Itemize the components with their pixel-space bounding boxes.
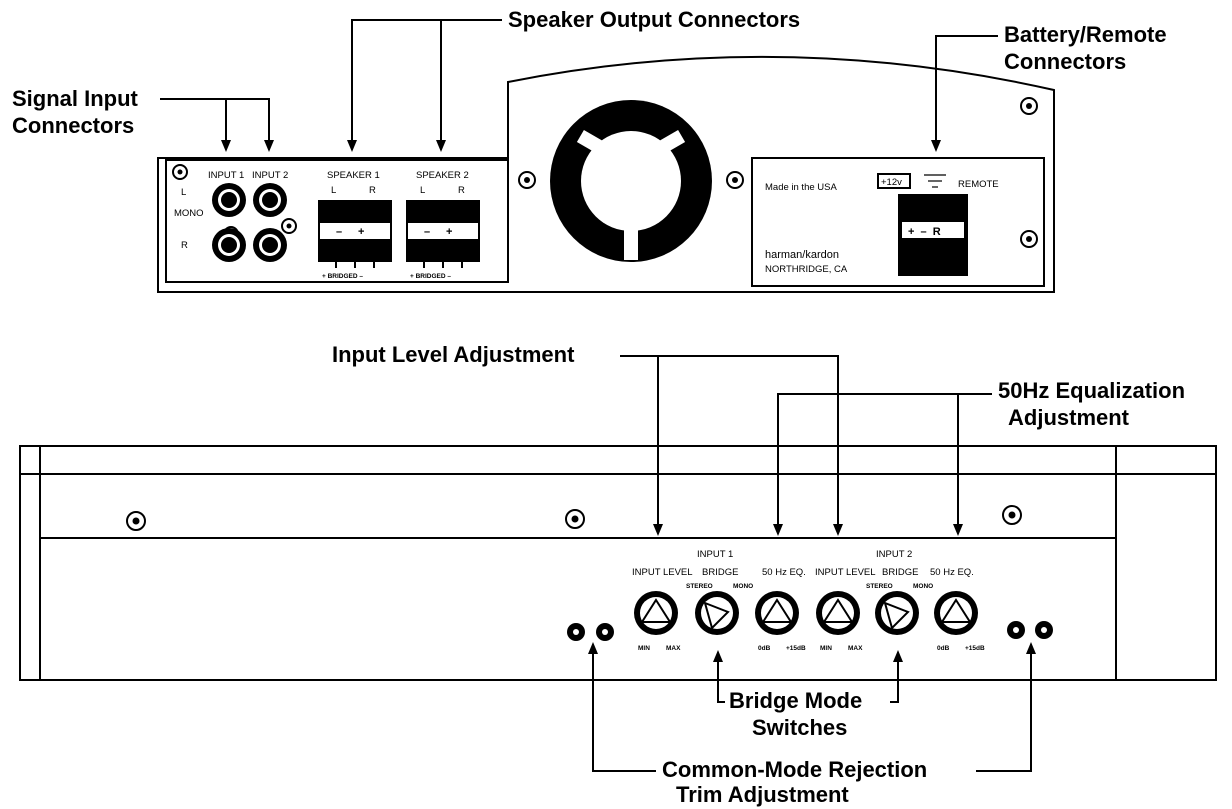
svg-text:Connectors: Connectors (12, 113, 134, 138)
input2-label: INPUT 2 (252, 170, 288, 181)
rca-jack[interactable] (212, 228, 246, 262)
svg-text:Battery/Remote: Battery/Remote (1004, 22, 1167, 47)
15db-label: +15dB (786, 645, 806, 652)
0db-label: 0dB (758, 645, 771, 652)
remote-label: REMOTE (958, 179, 999, 190)
screw-icon (126, 511, 146, 531)
voltage-label: +12v (881, 177, 902, 188)
screw-icon (281, 218, 297, 234)
screw-icon (1002, 505, 1022, 525)
input1-bridge-switch[interactable] (695, 591, 739, 635)
eq-label: 50 Hz EQ. (762, 567, 806, 578)
stereo-label: STEREO (686, 583, 713, 590)
input-level-callout: Input Level Adjustment (332, 342, 843, 536)
input1-eq-knob[interactable] (755, 591, 799, 635)
spk1-minus: – (336, 226, 342, 238)
spk1-r-label: R (369, 185, 376, 196)
rca-jack[interactable] (253, 183, 287, 217)
mono-label: MONO (733, 583, 753, 590)
bridge-label: BRIDGE (882, 567, 918, 578)
rca-jack[interactable] (253, 228, 287, 262)
speaker-output-callout: Speaker Output Connectors (347, 7, 800, 152)
screw-icon (565, 509, 585, 529)
battery-remote-callout: Battery/Remote Connectors (931, 22, 1167, 152)
power-terminal-labels: + – R (908, 226, 941, 238)
power-terminal-block[interactable] (898, 194, 968, 276)
input2-level-knob[interactable] (816, 591, 860, 635)
stereo-label: STEREO (866, 583, 893, 590)
connector-panel: INPUT 1 INPUT 2 L MONO R SPEAKER 1 L R –… (157, 55, 1055, 293)
spk1-l-label: L (331, 185, 336, 196)
cmr-trim-pot[interactable] (1007, 621, 1025, 639)
bridged-label: + BRIDGED – (410, 273, 451, 280)
svg-text:Trim Adjustment: Trim Adjustment (676, 782, 849, 807)
l-label: L (181, 187, 186, 198)
speaker1-label: SPEAKER 1 (327, 170, 380, 181)
r-label: R (181, 240, 188, 251)
made-in-label: Made in the USA (765, 182, 837, 193)
spk2-r-label: R (458, 185, 465, 196)
min-label: MIN (820, 645, 832, 652)
0db-label: 0dB (937, 645, 950, 652)
max-label: MAX (848, 645, 863, 652)
cmr-trim-callout: Common-Mode Rejection Trim Adjustment (588, 642, 1036, 807)
spk1-plus: + (358, 226, 364, 238)
cmr-trim-pot[interactable] (567, 623, 585, 641)
input2-bridge-switch[interactable] (875, 591, 919, 635)
input1-level-knob[interactable] (634, 591, 678, 635)
bridge-label: BRIDGE (702, 567, 738, 578)
input-level-label: INPUT LEVEL (815, 567, 876, 578)
svg-text:Speaker Output Connectors: Speaker Output Connectors (508, 7, 800, 32)
signal-input-callout: Signal Input Connectors (12, 86, 274, 152)
brand-label: harman/kardon (765, 249, 839, 261)
input2-eq-knob[interactable] (934, 591, 978, 635)
svg-text:Common-Mode Rejection: Common-Mode Rejection (662, 757, 927, 782)
spk2-minus: – (424, 226, 430, 238)
bridge-mode-callout: Bridge Mode Switches (713, 650, 903, 740)
15db-label: +15dB (965, 645, 985, 652)
location-label: NORTHRIDGE, CA (765, 264, 848, 275)
screw-icon (1020, 230, 1038, 248)
min-label: MIN (638, 645, 650, 652)
speaker2-label: SPEAKER 2 (416, 170, 469, 181)
svg-text:Adjustment: Adjustment (1008, 405, 1130, 430)
spk2-plus: + (446, 226, 452, 238)
spk2-l-label: L (420, 185, 425, 196)
speaker1-terminal-block[interactable] (318, 200, 392, 268)
control-panel: INPUT 1 INPUT 2 INPUT LEVEL BRIDGE 50 Hz… (19, 445, 1217, 681)
screw-icon (1020, 97, 1038, 115)
eq-label: 50 Hz EQ. (930, 567, 974, 578)
screw-icon (172, 164, 188, 180)
svg-text:Switches: Switches (752, 715, 847, 740)
input-level-label: INPUT LEVEL (632, 567, 693, 578)
svg-text:Bridge Mode: Bridge Mode (729, 688, 862, 713)
cmr-trim-pot[interactable] (596, 623, 614, 641)
cooling-fan-icon (550, 100, 712, 262)
mono-label: MONO (913, 583, 933, 590)
input1-group-label: INPUT 1 (697, 549, 733, 560)
ground-icon (924, 174, 946, 188)
svg-text:50Hz Equalization: 50Hz Equalization (998, 378, 1185, 403)
speaker2-terminal-block[interactable] (406, 200, 480, 268)
rca-jack[interactable] (212, 183, 246, 217)
cmr-trim-pot[interactable] (1035, 621, 1053, 639)
eq-50hz-callout: 50Hz Equalization Adjustment (773, 378, 1185, 536)
input2-group-label: INPUT 2 (876, 549, 912, 560)
bridged-label: + BRIDGED – (322, 273, 363, 280)
svg-text:Signal Input: Signal Input (12, 86, 139, 111)
mono-label: MONO (174, 208, 204, 219)
screw-icon (518, 171, 536, 189)
svg-text:Input Level Adjustment: Input Level Adjustment (332, 342, 575, 367)
max-label: MAX (666, 645, 681, 652)
input1-label: INPUT 1 (208, 170, 244, 181)
svg-text:Connectors: Connectors (1004, 49, 1126, 74)
screw-icon (726, 171, 744, 189)
